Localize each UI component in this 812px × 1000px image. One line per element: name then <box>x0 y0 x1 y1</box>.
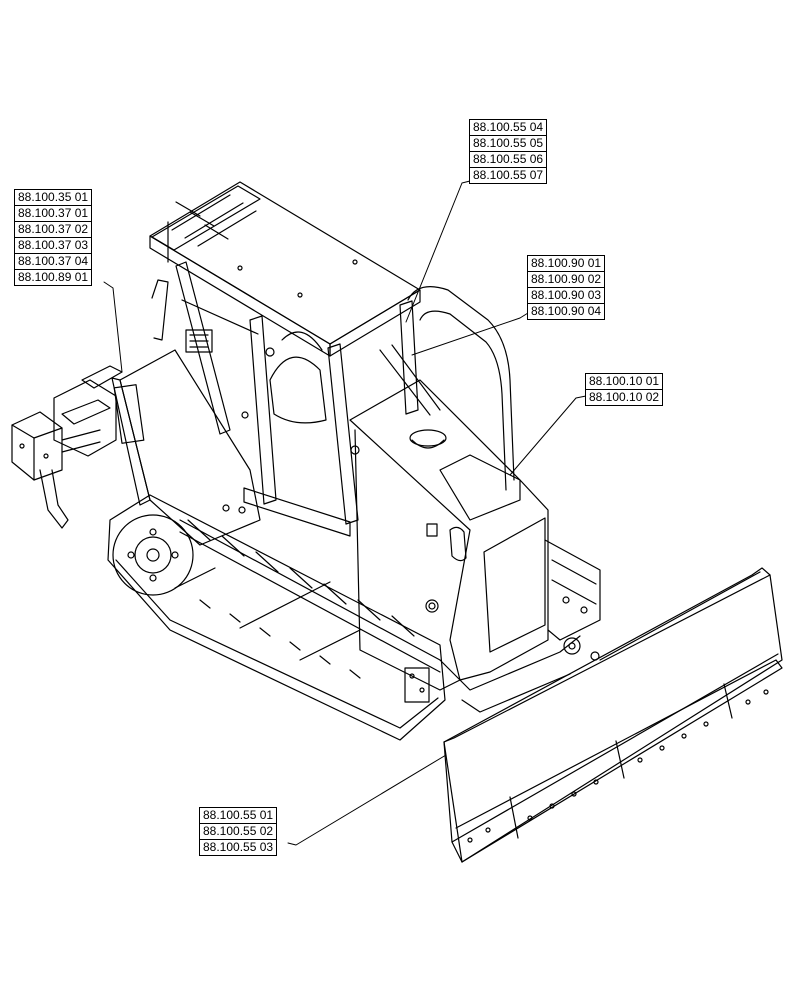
leader-line-a <box>103 281 123 373</box>
part-reference[interactable]: 88.100.55 07 <box>473 168 544 182</box>
callout-box-a: 88.100.35 01 88.100.37 01 88.100.37 02 8… <box>14 189 93 286</box>
callout-box-c: 88.100.90 01 88.100.90 02 88.100.90 03 8… <box>527 255 606 320</box>
leader-line-c <box>411 312 529 356</box>
leader-line-d <box>509 395 587 476</box>
part-reference[interactable]: 88.100.55 05 <box>470 136 547 152</box>
part-reference[interactable]: 88.100.35 01 <box>15 190 92 206</box>
part-reference[interactable]: 88.100.55 01 <box>200 808 277 824</box>
cab-frame <box>151 261 419 537</box>
callout-box-e: 88.100.55 01 88.100.55 02 88.100.55 03 <box>199 807 278 856</box>
part-reference[interactable]: 88.100.90 04 <box>531 304 602 318</box>
callout-box-d: 88.100.10 01 88.100.10 02 <box>585 373 664 406</box>
part-reference[interactable]: 88.100.55 03 <box>203 840 274 854</box>
part-reference[interactable]: 88.100.55 06 <box>470 152 547 168</box>
cab-roof <box>149 181 421 357</box>
part-reference[interactable]: 88.100.37 03 <box>15 238 92 254</box>
part-reference[interactable]: 88.100.89 01 <box>18 270 89 284</box>
part-reference[interactable]: 88.100.90 01 <box>528 256 605 272</box>
callout-box-b: 88.100.55 04 88.100.55 05 88.100.55 06 8… <box>469 119 548 184</box>
part-reference[interactable]: 88.100.55 04 <box>470 120 547 136</box>
blade-push-arm <box>439 635 600 713</box>
part-reference[interactable]: 88.100.55 02 <box>200 824 277 840</box>
part-reference[interactable]: 88.100.10 02 <box>589 390 660 404</box>
left-track <box>107 494 446 741</box>
part-reference[interactable]: 88.100.90 03 <box>528 288 605 304</box>
cab-side-panel <box>111 349 261 546</box>
part-reference[interactable]: 88.100.10 01 <box>586 374 663 390</box>
part-reference[interactable]: 88.100.37 01 <box>15 206 92 222</box>
part-reference[interactable]: 88.100.90 02 <box>528 272 605 288</box>
part-reference[interactable]: 88.100.37 02 <box>15 222 92 238</box>
engine-hood <box>349 286 549 691</box>
leader-lines <box>103 180 587 846</box>
dozer-blade <box>443 567 783 863</box>
leader-line-b <box>405 180 471 323</box>
right-track <box>544 539 601 641</box>
rear-ripper <box>11 365 123 529</box>
leader-line-e <box>287 754 447 846</box>
part-reference[interactable]: 88.100.37 04 <box>15 254 92 270</box>
